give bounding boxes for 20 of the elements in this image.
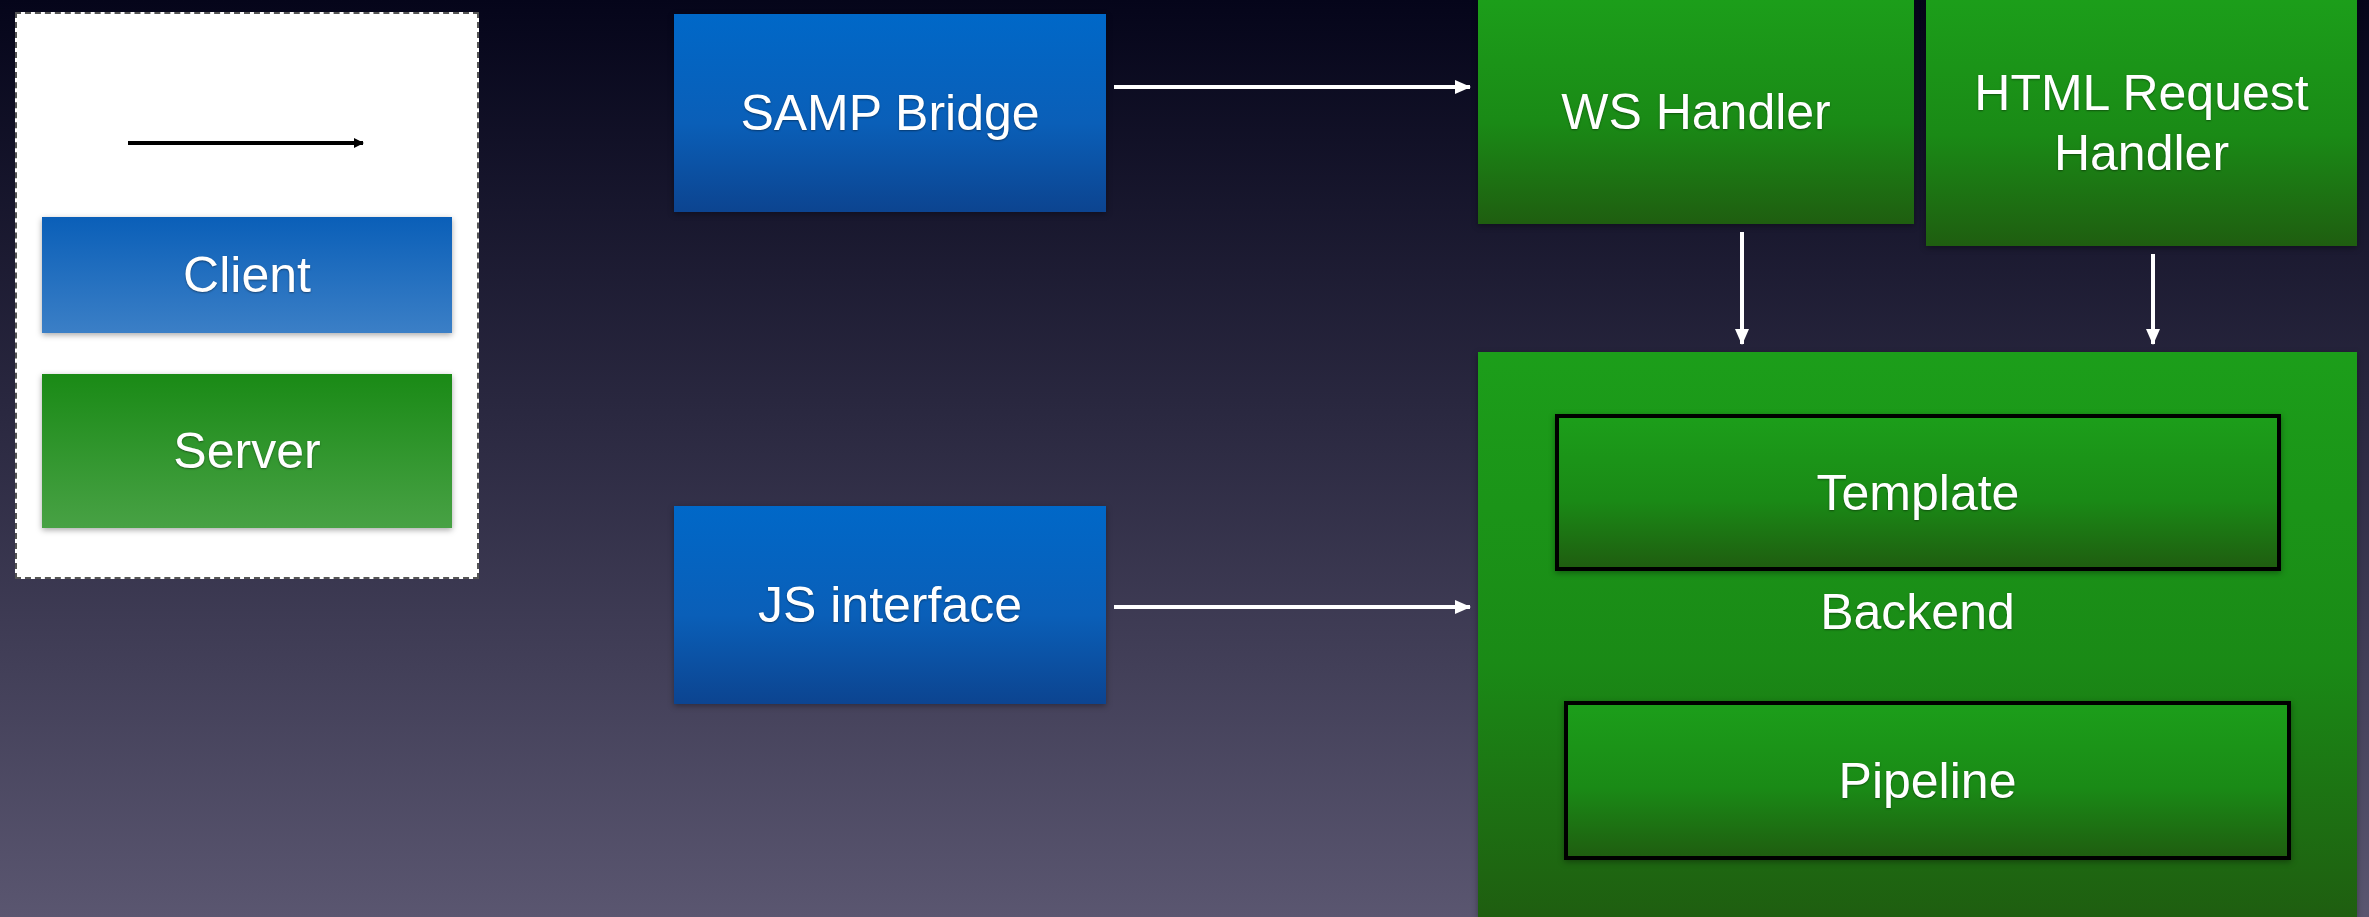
node-label: HTML Request Handler xyxy=(1973,64,2310,183)
node-label: Template xyxy=(1815,463,2021,523)
legend-label: Client xyxy=(182,246,312,305)
process-box xyxy=(674,14,1106,212)
arrow xyxy=(1114,80,1471,94)
component-box xyxy=(1555,414,2281,571)
container-box xyxy=(1478,352,2357,917)
node-label: SAMP Bridge xyxy=(739,84,1041,143)
node-label: Pipeline xyxy=(1837,751,2018,811)
node-label: Backend xyxy=(1819,583,2016,642)
arrow xyxy=(1114,600,1471,614)
process-box xyxy=(674,506,1106,704)
legend-label: Server xyxy=(172,422,322,481)
process-box xyxy=(1478,0,1914,224)
node-label: WS Handler xyxy=(1560,83,1832,142)
arrow xyxy=(1735,232,1749,345)
node-label: JS interface xyxy=(757,576,1023,635)
process-box xyxy=(1926,0,2357,246)
component-box xyxy=(1564,701,2291,860)
arrow xyxy=(2146,254,2160,345)
